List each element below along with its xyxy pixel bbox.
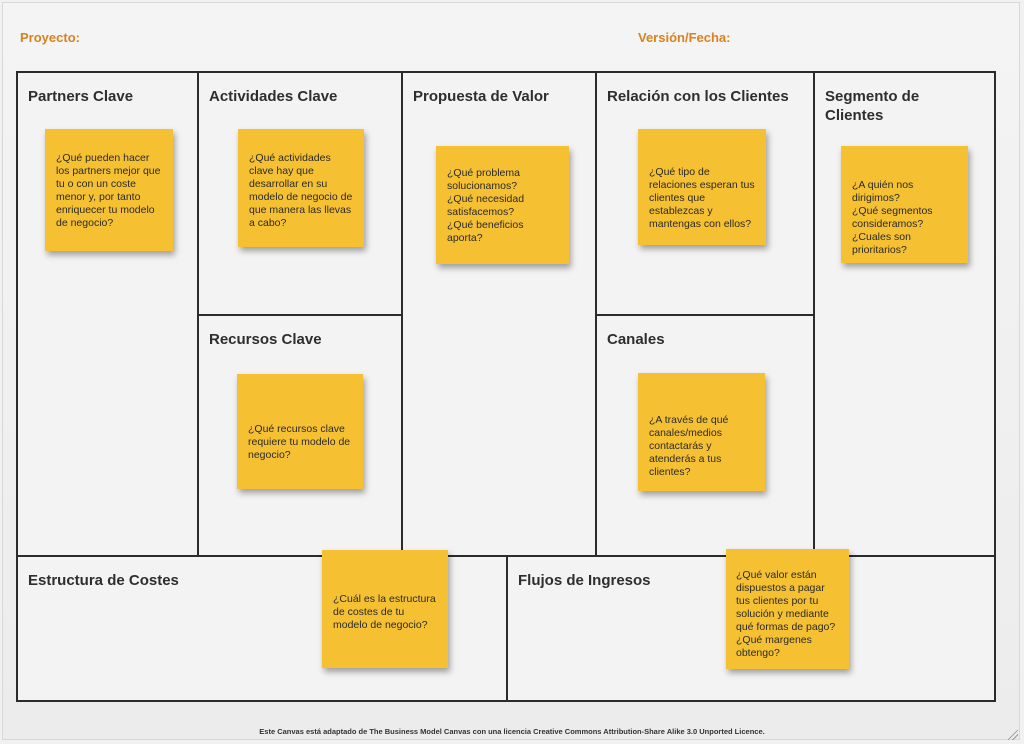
divider-relationships-channels xyxy=(597,314,814,316)
block-resources: Recursos Clave ¿Qué recursos clave requi… xyxy=(199,316,401,555)
divider-activities-value xyxy=(401,73,403,557)
block-title-relationships: Relación con los Clientes xyxy=(607,88,789,105)
sticky-note-costs: ¿Cuál es la estructura de costes de tu m… xyxy=(322,550,448,668)
business-model-canvas: Partners Clave ¿Qué pueden hacer los par… xyxy=(16,71,996,702)
sticky-note-resources: ¿Qué recursos clave requiere tu modelo d… xyxy=(237,374,363,489)
note-text-partners: ¿Qué pueden hacer los partners mejor que… xyxy=(56,152,161,229)
block-title-costs: Estructura de Costes xyxy=(28,572,179,589)
sticky-note-activities: ¿Qué actividades clave hay que desarroll… xyxy=(238,129,364,247)
block-value-proposition: Propuesta de Valor ¿Qué problema solucio… xyxy=(403,73,595,555)
block-cost-structure: Estructura de Costes xyxy=(18,557,506,700)
note-text-activities: ¿Qué actividades clave hay que desarroll… xyxy=(249,152,353,229)
sticky-note-partners: ¿Qué pueden hacer los partners mejor que… xyxy=(45,129,173,251)
divider-partners-activities xyxy=(197,73,199,557)
block-revenue-streams: Flujos de Ingresos xyxy=(508,557,994,700)
block-title-channels: Canales xyxy=(607,331,665,348)
block-partners: Partners Clave ¿Qué pueden hacer los par… xyxy=(18,73,197,555)
sticky-note-relationships: ¿Qué tipo de relaciones esperan tus clie… xyxy=(638,129,766,245)
divider-value-relationships xyxy=(595,73,597,557)
block-customer-relationships: Relación con los Clientes ¿Qué tipo de r… xyxy=(597,73,813,314)
note-text-channels: ¿A través de qué canales/medios contacta… xyxy=(649,414,729,478)
note-text-value: ¿Qué problema solucionamos? ¿Qué necesid… xyxy=(447,167,525,244)
block-title-partners: Partners Clave xyxy=(28,88,134,105)
block-title-resources: Recursos Clave xyxy=(209,331,322,348)
divider-relationships-segments xyxy=(813,73,815,557)
block-title-segments: Segmento de Clientes xyxy=(825,88,920,124)
project-label: Proyecto: xyxy=(20,30,80,45)
note-text-resources: ¿Qué recursos clave requiere tu modelo d… xyxy=(248,423,351,461)
license-footer: Este Canvas está adaptado de The Busines… xyxy=(259,727,765,736)
block-customer-segments: Segmento de Clientes ¿A quién nos dirigi… xyxy=(815,73,994,555)
block-title-value: Propuesta de Valor xyxy=(413,88,549,105)
divider-costs-revenue xyxy=(506,555,508,700)
version-date-label: Versión/Fecha: xyxy=(638,30,731,45)
block-title-revenue: Flujos de Ingresos xyxy=(518,572,651,589)
block-title-activities: Actividades Clave xyxy=(209,88,338,105)
note-text-revenue: ¿Qué valor están dispuestos a pagar tus … xyxy=(736,569,836,659)
resize-grip-icon xyxy=(1008,730,1018,740)
sticky-note-value: ¿Qué problema solucionamos? ¿Qué necesid… xyxy=(436,146,569,264)
block-channels: Canales ¿A través de qué canales/medios … xyxy=(597,316,813,555)
sticky-note-segments: ¿A quién nos dirigimos? ¿Qué segmentos c… xyxy=(841,146,968,263)
note-text-segments: ¿A quién nos dirigimos? ¿Qué segmentos c… xyxy=(852,179,933,256)
note-text-costs: ¿Cuál es la estructura de costes de tu m… xyxy=(333,593,436,631)
note-text-relationships: ¿Qué tipo de relaciones esperan tus clie… xyxy=(649,166,755,230)
sticky-note-revenue: ¿Qué valor están dispuestos a pagar tus … xyxy=(726,549,849,669)
sticky-note-channels: ¿A través de qué canales/medios contacta… xyxy=(638,373,765,491)
block-activities: Actividades Clave ¿Qué actividades clave… xyxy=(199,73,401,314)
divider-activities-resources xyxy=(199,314,402,316)
